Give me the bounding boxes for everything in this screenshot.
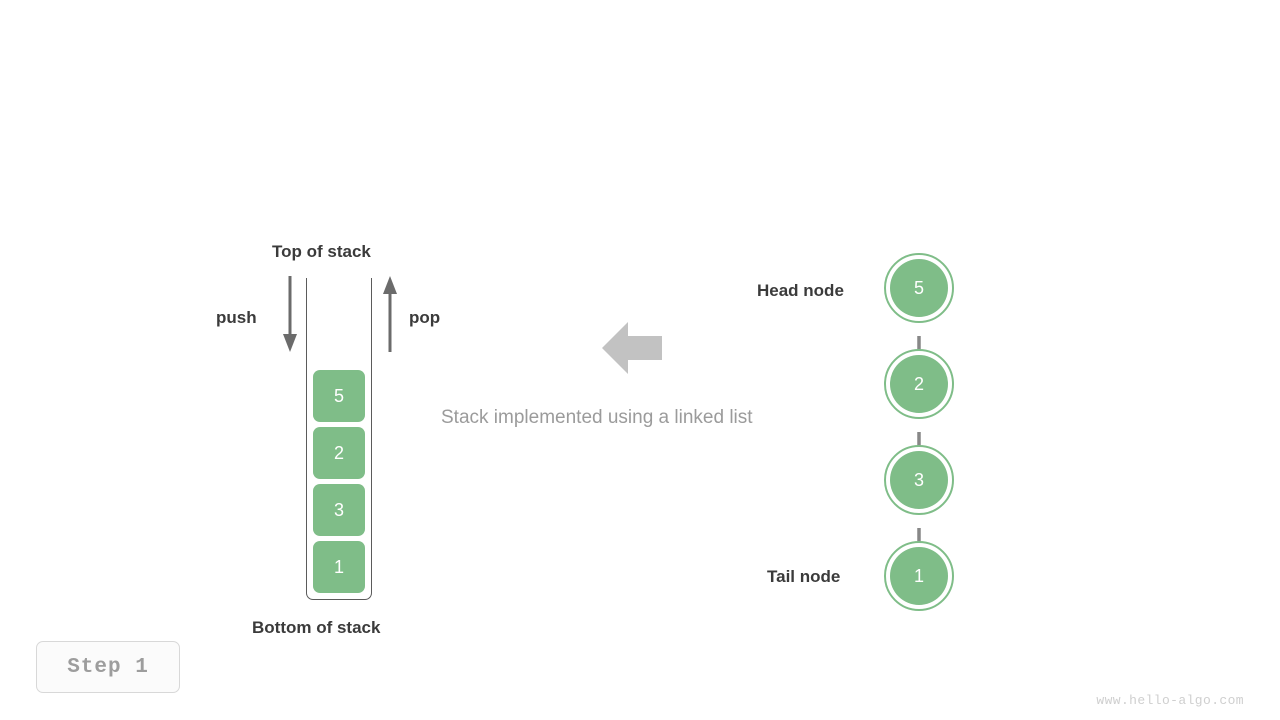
linked-list-node-value: 2: [890, 355, 948, 413]
stack-cell[interactable]: 1: [313, 541, 365, 593]
stack-container: [306, 278, 372, 600]
linked-list-node[interactable]: 3: [884, 445, 954, 515]
left-block-arrow-icon: [602, 322, 662, 374]
linked-list-node-value: 3: [890, 451, 948, 509]
pop-arrow-icon: [383, 276, 397, 352]
stack-push-label: push: [216, 308, 257, 327]
stack-pop-label: pop: [409, 308, 441, 327]
stack-cell[interactable]: 3: [313, 484, 365, 536]
stack-bottom-label: Bottom of stack: [252, 618, 381, 637]
stack-cell[interactable]: 2: [313, 427, 365, 479]
stack-top-label: Top of stack: [272, 242, 371, 261]
linked-list-node-value: 5: [890, 259, 948, 317]
stack-cell[interactable]: 5: [313, 370, 365, 422]
linked-list-node[interactable]: 1: [884, 541, 954, 611]
watermark: www.hello-algo.com: [1096, 693, 1244, 708]
linked-list-node-value: 1: [890, 547, 948, 605]
linked-list-tail-label: Tail node: [767, 567, 841, 586]
step-badge: Step 1: [36, 641, 180, 693]
linked-list: 5 2 3 1: [884, 250, 956, 614]
linked-list-head-label: Head node: [757, 281, 844, 300]
diagram-caption: Stack implemented using a linked list: [441, 407, 753, 428]
linked-list-node[interactable]: 2: [884, 349, 954, 419]
push-arrow-icon: [283, 276, 297, 352]
linked-list-node[interactable]: 5: [884, 253, 954, 323]
stack-cell-list: 5 2 3 1: [313, 364, 365, 593]
